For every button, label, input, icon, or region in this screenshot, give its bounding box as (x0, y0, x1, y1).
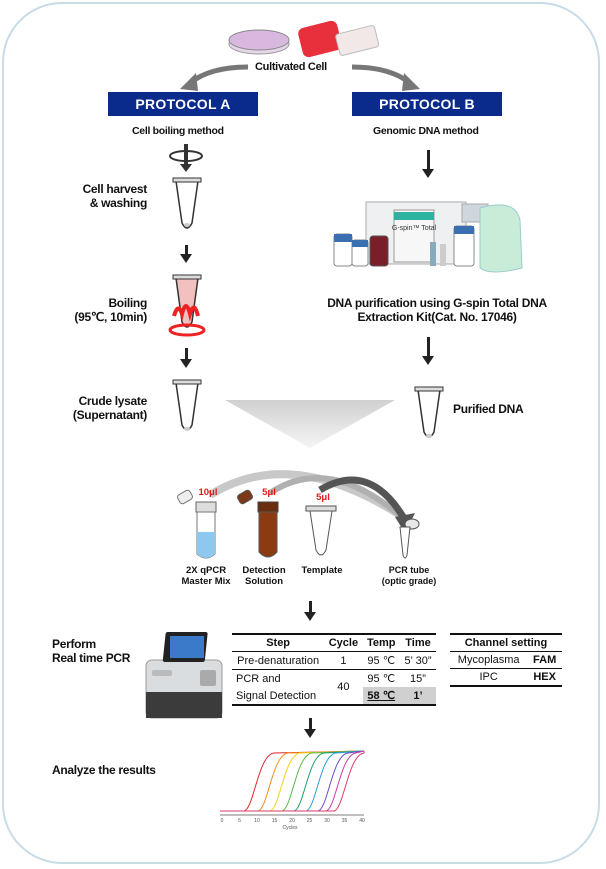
row1-temp: 95 ℃ (367, 655, 396, 667)
channel-target-2: IPC (479, 671, 498, 683)
arrow-a2 (180, 348, 192, 368)
arrow-b1 (422, 150, 434, 178)
curve-group (220, 750, 365, 812)
row3-time: 1’ (399, 687, 436, 705)
row3-temp: 58 ℃ (362, 687, 400, 705)
kit-box-text: G-spin™ Total (392, 225, 437, 232)
template-tube-icon (305, 505, 337, 556)
boiling-tube-icon (168, 274, 206, 337)
row2-cycle: 40 (337, 681, 350, 693)
amplification-curve (220, 750, 365, 812)
channel-dye-1: FAM (533, 654, 557, 666)
x-tick-label: 40 (359, 818, 365, 824)
boiling-label: Boiling(95℃, 10min) (74, 296, 147, 324)
x-tick-label: 0 (221, 818, 224, 824)
x-tick-label: 35 (342, 818, 348, 824)
pcr-tube-icon (399, 518, 420, 559)
purified-dna-label: Purified DNA (453, 402, 524, 416)
cultivated-cell-label: Cultivated Cell (255, 61, 327, 73)
x-tick-label: 30 (324, 818, 330, 824)
protocol-b-subtitle: Genomic DNA method (373, 125, 479, 137)
channel-setting-table: Channel setting Mycoplasma FAM IPC HEX (450, 633, 562, 687)
channel-target-1: Mycoplasma (457, 654, 520, 666)
detection-solution-tube-icon (237, 489, 279, 558)
split-arrows (180, 64, 420, 91)
x-tick-label: 20 (289, 818, 295, 824)
tube-icon-purified (414, 386, 444, 438)
amplification-curves: 0 5 10 15 20 25 30 35 40 Cycles (220, 750, 365, 831)
crude-lysate-label: Crude lysate(Supernatant) (72, 394, 147, 422)
col-time: Time (399, 633, 436, 652)
protocol-a-subtitle: Cell boiling method (132, 125, 224, 137)
channel-dye-2: HEX (533, 671, 556, 683)
harvest-label: Cell harvest& washing (82, 182, 148, 210)
protocol-b-title: PROTOCOL B (352, 92, 502, 116)
x-tick-label: 10 (254, 818, 260, 824)
row2-step: PCR and (236, 672, 281, 685)
row3-step: Signal Detection (236, 689, 317, 702)
col-step: Step (232, 633, 325, 652)
pcr-tube-label: PCR tube(optic grade) (381, 565, 437, 586)
tube-icon-lysate (172, 379, 202, 431)
tube-icon-harvest (172, 177, 202, 229)
amplification-curve (220, 751, 365, 812)
x-tick-label: 25 (307, 818, 313, 824)
x-ticks: 0 5 10 15 20 25 30 35 40 (221, 818, 365, 824)
protocol-a-title: PROTOCOL A (108, 92, 258, 116)
arrow-a1 (180, 245, 192, 263)
outer-frame (2, 2, 600, 864)
analyze-label: Analyze the results (52, 763, 156, 777)
col-cycle: Cycle (324, 633, 363, 652)
row1-step: Pre-denaturation (237, 654, 320, 667)
x-tick-label: 15 (272, 818, 278, 824)
col-temp: Temp (362, 633, 400, 652)
centrifuge-icon (169, 144, 203, 172)
arrow-b2 (422, 337, 434, 365)
arrow-pcr (304, 718, 316, 738)
channel-header: Channel setting (450, 633, 562, 652)
x-axis-label: Cycles (282, 825, 298, 831)
volume-template: 5μl (316, 492, 330, 503)
row2-temp: 95 ℃ (367, 673, 396, 685)
pcr-program-table: Step Cycle Temp Time Pre-denaturation 1 … (232, 633, 436, 706)
row1-cycle: 1 (340, 654, 347, 667)
master-mix-tube-icon (177, 489, 217, 559)
arrow-mix (304, 601, 316, 621)
dna-kit-image: G-spin™ Total (333, 201, 523, 273)
volume-detection: 5μl (262, 487, 276, 498)
x-tick-label: 5 (238, 818, 241, 824)
pcr-machine-image (145, 632, 223, 719)
volume-master-mix: 10μl (198, 487, 218, 498)
row2-time: 15” (410, 672, 426, 685)
cultivated-cell-icon (228, 20, 380, 58)
row1-time: 5’ 30” (404, 654, 432, 667)
template-label: Template (301, 565, 343, 576)
merge-funnel (225, 400, 395, 448)
